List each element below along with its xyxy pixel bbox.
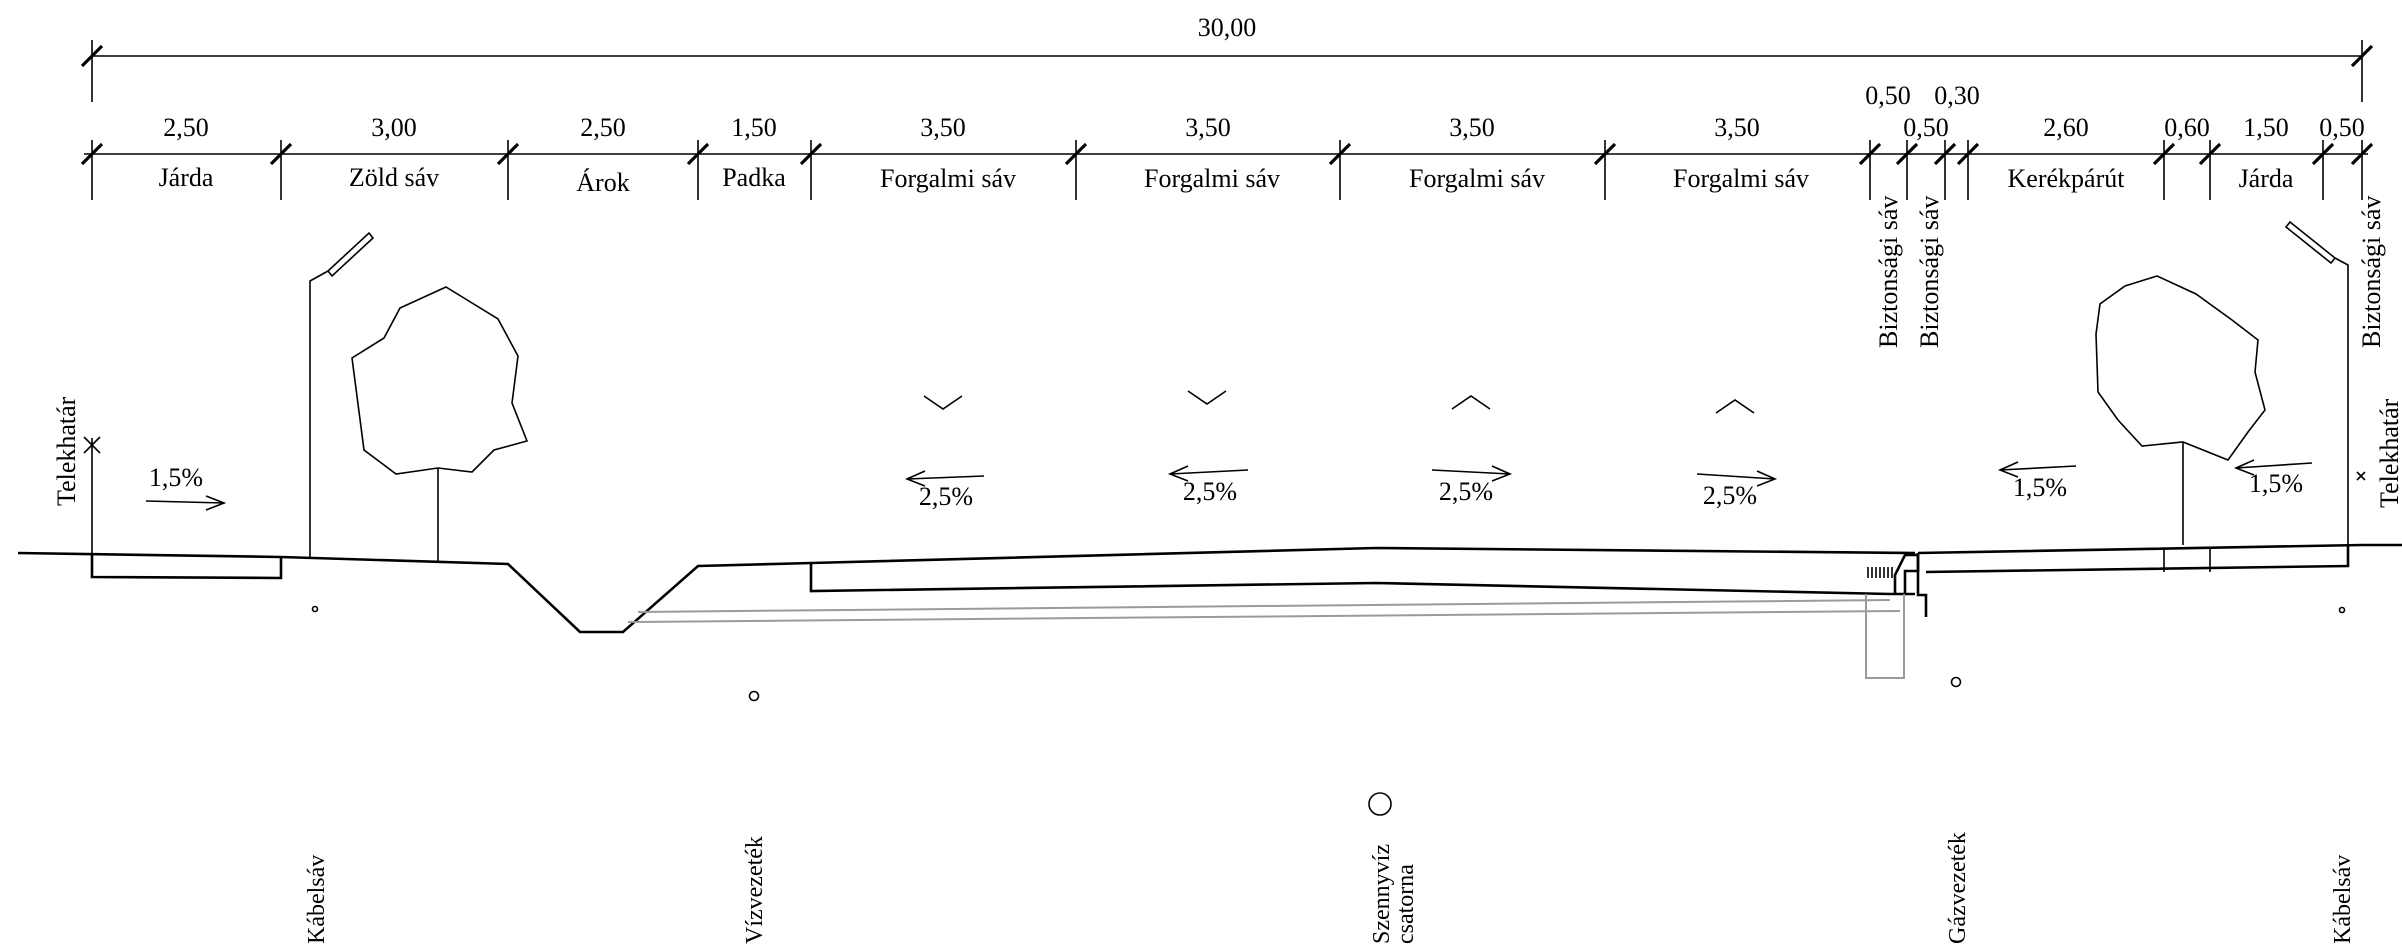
segment-width: 0,50: [1903, 113, 1949, 142]
segment-width: 1,50: [2243, 113, 2289, 142]
street-lamp-right: [2284, 220, 2349, 545]
property-line-label: Telekhatár: [52, 396, 81, 506]
property-line-left: Telekhatár: [52, 396, 101, 553]
crown-mark-down: [1187, 390, 1227, 405]
segment-label: Járda: [159, 163, 214, 192]
property-line-right: Telekhatár: [2356, 398, 2402, 508]
segment-width: 2,50: [580, 113, 626, 142]
segment-label: Padka: [722, 163, 786, 192]
crown-mark-up: [1715, 399, 1755, 414]
segment-width: 0,50: [1865, 81, 1911, 110]
utility-label-line: Szennyvíz: [1369, 844, 1395, 944]
segment-label-vertical: Biztonsági sáv: [1915, 196, 1944, 348]
segment-label: Kerékpárút: [2008, 164, 2126, 193]
segment-label: Forgalmi sáv: [1409, 164, 1545, 193]
slope-arrow-left: 2,5%: [1167, 465, 1249, 506]
property-line-label: Telekhatár: [2375, 398, 2402, 508]
curb-hatch: [1867, 567, 1893, 578]
ground-profile: [17, 543, 2402, 679]
segment-width: 2,60: [2043, 113, 2089, 142]
slope-label: 1,5%: [2013, 473, 2067, 502]
slope-label: 1,5%: [2249, 469, 2303, 498]
slope-arrow-left: 1,5%: [1997, 461, 2077, 502]
utility-label: Vízvezeték: [742, 836, 768, 944]
utilities: Kábelsáv Vízvezeték Szennyvíz csatorna G…: [304, 605, 2356, 944]
tree-right: [2095, 275, 2266, 545]
water-pipe-marker: [748, 690, 760, 702]
segment-label: Forgalmi sáv: [1144, 164, 1280, 193]
segment-label: Zöld sáv: [349, 163, 439, 192]
cable-marker: [2338, 606, 2346, 614]
utility-label: Szennyvíz csatorna: [1369, 838, 1419, 944]
segment-label: Forgalmi sáv: [1673, 164, 1809, 193]
segment-width: 3,00: [371, 113, 417, 142]
segment-label-vertical: Biztonsági sáv: [2357, 196, 2386, 348]
sewer-pipe-marker: [1368, 792, 1392, 816]
segment-width: 0,50: [2319, 113, 2365, 142]
total-width-label: 30,00: [1198, 13, 1257, 42]
segment-width: 1,50: [731, 113, 777, 142]
slope-arrow-left: 1,5%: [2233, 459, 2313, 498]
tree-left: [351, 286, 529, 563]
crown-mark-down: [923, 395, 963, 410]
utility-label: Kábelsáv: [2330, 855, 2356, 944]
slope-arrow-right: 1,5%: [145, 463, 227, 511]
segment-label: Árok: [576, 168, 629, 197]
crown-mark-up: [1451, 395, 1491, 410]
segment-width: 3,50: [1449, 113, 1495, 142]
street-lamp-left: [309, 231, 375, 557]
segment-width: 3,50: [920, 113, 966, 142]
segment-width: 3,50: [1714, 113, 1760, 142]
slope-label: 2,5%: [1183, 477, 1237, 506]
utility-label: Gázvezeték: [1945, 832, 1971, 944]
slope-label: 2,5%: [919, 482, 973, 511]
cable-marker: [311, 605, 319, 613]
segment-width: 2,50: [163, 113, 209, 142]
crown-marks: [923, 390, 1755, 414]
segment-width: 0,30: [1934, 81, 1980, 110]
utility-label: Kábelsáv: [304, 855, 330, 944]
slope-arrow-right: 2,5%: [1696, 470, 1778, 510]
slope-arrows: 1,5% 2,5% 2,5% 2,5% 2,5% 1,5%: [145, 459, 2313, 511]
slope-label: 1,5%: [149, 463, 203, 492]
slope-label: 2,5%: [1439, 477, 1493, 506]
segment-label: Járda: [2239, 164, 2294, 193]
slope-label: 2,5%: [1703, 481, 1757, 510]
utility-label-line: csatorna: [1393, 864, 1419, 944]
total-dimension: 30,00: [80, 13, 2374, 102]
segment-label: Forgalmi sáv: [880, 164, 1016, 193]
gas-pipe-marker: [1950, 676, 1962, 688]
slope-arrow-left: 2,5%: [904, 470, 985, 511]
segment-width: 3,50: [1185, 113, 1231, 142]
segment-label-vertical: Biztonsági sáv: [1874, 196, 1903, 348]
segment-dimension-chain: 2,50 3,00 2,50 1,50 3,50 3,50 3,50 3,50 …: [80, 81, 2386, 348]
slope-arrow-right: 2,5%: [1431, 465, 1513, 506]
segment-width: 0,60: [2164, 113, 2210, 142]
